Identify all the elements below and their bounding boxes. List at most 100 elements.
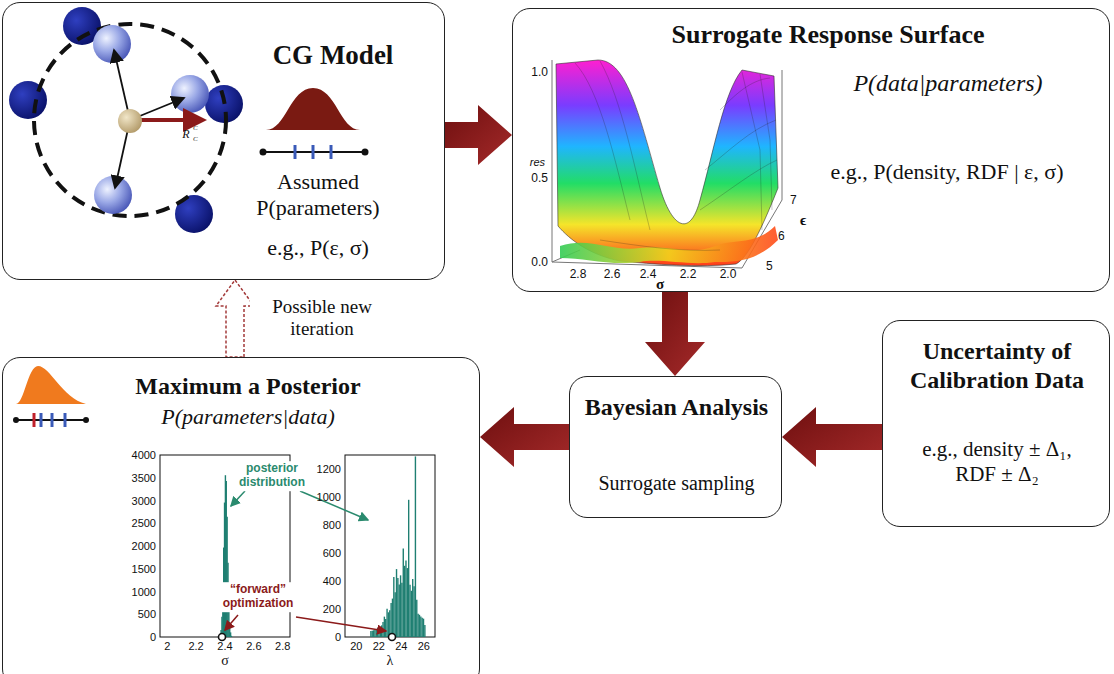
axis-label: 800: [323, 519, 341, 531]
graphic-shape: [416, 600, 417, 637]
axis-label: 1000: [132, 586, 156, 598]
graphic-shape: [40, 413, 43, 427]
box-title: CG Model: [243, 39, 423, 71]
graphic-shape: [423, 619, 424, 637]
graphic-shape: [83, 417, 89, 423]
graphic-shape: [231, 491, 245, 506]
axis-label: 2.8: [570, 267, 587, 281]
box-text: e.g., density ± Δ₁, RDF ± Δ₂: [907, 437, 1087, 487]
graphic-shape: [219, 634, 226, 641]
graphic-shape: [700, 160, 777, 210]
graphic-shape: [34, 24, 226, 216]
graphic-shape: [390, 603, 391, 637]
graphic-shape: [420, 616, 421, 637]
process-box: CG ModelAssumed P(parameters)e.g., P(ε, …: [2, 2, 445, 280]
axis-label: res: [530, 156, 545, 168]
flow-arrow: [480, 407, 569, 467]
graphic-shape: [720, 78, 770, 110]
graphic-shape: [64, 413, 67, 427]
box-title: Surrogate Response Surface: [553, 19, 1103, 50]
axis-label: 400: [323, 575, 341, 587]
process-box: Uncertainty of Calibration Datae.g., den…: [882, 320, 1110, 527]
axis-label: ϵ: [800, 212, 806, 229]
box-title: Maximum a Posterior: [83, 372, 413, 401]
graphic-shape: [231, 636, 232, 637]
axis-label: 200: [323, 603, 341, 615]
axis-label: 2.2: [188, 640, 203, 652]
graphic-shape: [397, 578, 398, 637]
graphic-shape: [399, 585, 400, 637]
graphic-shape: [294, 145, 297, 159]
graphic-shape: [417, 614, 418, 637]
flow-arrow: [645, 292, 705, 376]
graphic-shape: [93, 25, 131, 63]
graphic-shape: [575, 63, 630, 220]
axis-label: 0.0: [531, 255, 548, 269]
symbol-label: C: [193, 124, 198, 132]
axis-label: 2.8: [275, 640, 290, 652]
graphic-shape: [600, 240, 720, 250]
graphic-shape: [412, 579, 413, 637]
graphic-shape: [370, 631, 371, 637]
process-box: Bayesian AnalysisSurrogate sampling: [569, 376, 782, 518]
axis-label: 1.0: [531, 65, 548, 79]
graphic-shape: [94, 176, 132, 214]
flow-arrow: [782, 407, 882, 467]
graphic-shape: [421, 618, 422, 637]
axis-label: 1500: [132, 563, 156, 575]
graphic-shape: [372, 631, 373, 637]
edge-label: Possible new iteration: [250, 295, 394, 341]
graphic-shape: [411, 591, 412, 637]
graphic-shape: [396, 569, 397, 637]
axis-label: 500: [138, 608, 156, 620]
annotation: posterior distribution: [230, 461, 314, 491]
graphic-shape: [376, 629, 377, 637]
graphic-shape: [225, 475, 226, 637]
graphic-shape: [400, 575, 401, 637]
axis-label: 2.0: [720, 267, 737, 281]
axis-label: 2000: [132, 540, 156, 552]
axis-label: 2: [164, 640, 170, 652]
box-text: P(parameters|data): [83, 404, 413, 430]
graphic-shape: [171, 75, 209, 113]
iteration-arrow: [216, 280, 254, 357]
graphic-shape: [552, 60, 782, 268]
graphic-shape: [51, 413, 54, 427]
axis-label: 2.6: [246, 640, 261, 652]
axis-label: σ: [656, 276, 664, 293]
graphic-shape: [394, 592, 395, 637]
axis-label: 0: [335, 631, 341, 643]
process-box: Surrogate Response SurfaceP(data|paramet…: [512, 8, 1110, 292]
graphic-shape: [705, 120, 776, 170]
graphic-shape: [575, 61, 777, 250]
graphic-shape: [16, 366, 86, 404]
graphic-shape: [260, 149, 267, 156]
graphic-shape: [385, 619, 386, 637]
axis-label: 4000: [132, 449, 156, 461]
graphic-shape: [403, 548, 404, 637]
graphic-shape: [413, 586, 414, 637]
graphic-shape: [118, 109, 142, 133]
graphic-shape: [409, 585, 410, 637]
graphic-shape: [226, 481, 227, 637]
axis-label: λ: [387, 653, 394, 669]
axis-label: σ: [221, 653, 229, 669]
graphic-shape: [389, 610, 390, 637]
axis-label: 1000: [317, 491, 341, 503]
box-text: Surrogate sampling: [578, 471, 775, 495]
graphic-shape: [388, 612, 389, 637]
graphic-shape: [373, 630, 374, 637]
axis-label: 24: [395, 640, 407, 652]
graphic-shape: [415, 456, 416, 637]
graphic-shape: [380, 627, 381, 637]
graphic-shape: [345, 455, 435, 637]
graphic-shape: [13, 417, 19, 423]
box-text: Assumed P(parameters): [238, 169, 398, 222]
graphic-shape: [560, 226, 778, 263]
graphic-shape: [382, 622, 383, 637]
axis-label: 0: [150, 631, 156, 643]
axis-label: 26: [418, 640, 430, 652]
axis-label: 3500: [132, 472, 156, 484]
graphic-shape: [362, 149, 369, 156]
